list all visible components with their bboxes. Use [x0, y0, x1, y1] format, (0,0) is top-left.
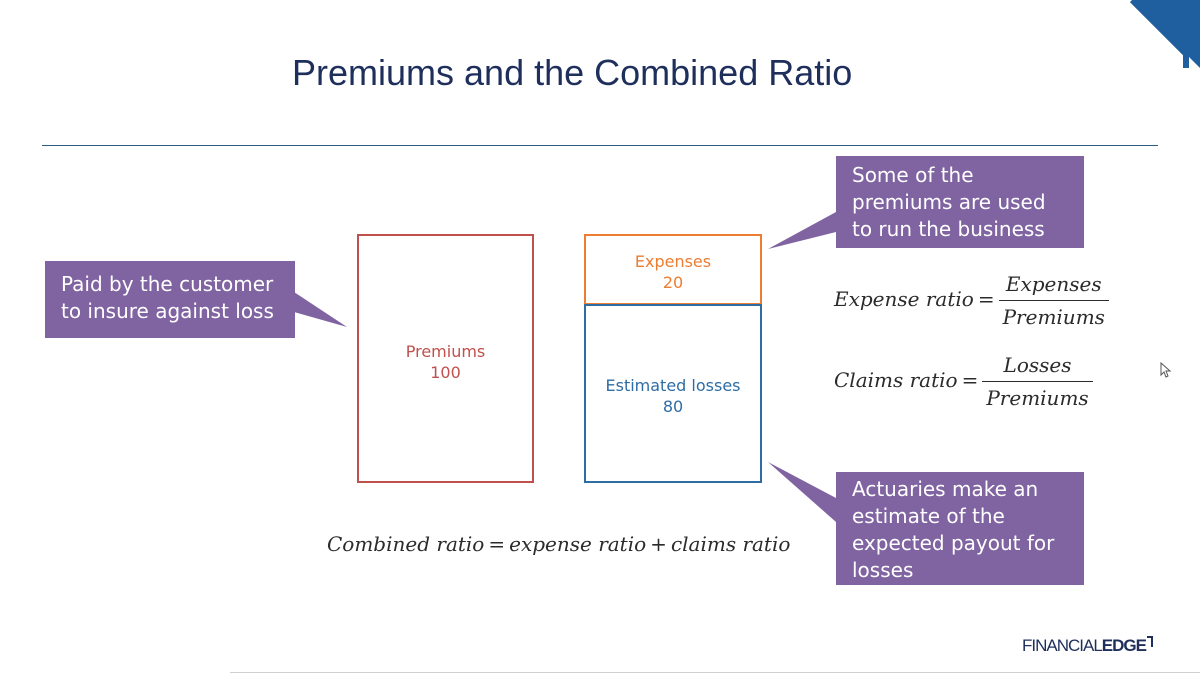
losses-box-text: Estimated losses 80	[586, 375, 760, 417]
losses-box: Estimated losses 80	[584, 304, 762, 483]
callout-line: losses	[852, 558, 914, 582]
equals-sign: =	[961, 368, 979, 392]
callout-line: expected payout for	[852, 531, 1055, 555]
callout-line: premiums are used	[852, 190, 1046, 214]
formula-lhs: Claims ratio	[834, 368, 958, 392]
premiums-box: Premiums 100	[357, 234, 534, 483]
expenses-box-text: Expenses 20	[586, 251, 760, 293]
premiums-box-text: Premiums 100	[359, 341, 532, 383]
formula-lhs: Combined ratio	[327, 532, 485, 556]
page-title: Premiums and the Combined Ratio	[292, 52, 853, 93]
callout-line: estimate of the	[852, 504, 1005, 528]
equals-sign: =	[977, 287, 995, 311]
premiums-label: Premiums	[405, 342, 486, 361]
callout-line: Some of the	[852, 163, 974, 187]
title-divider	[42, 145, 1158, 146]
losses-label: Estimated losses	[605, 376, 741, 395]
callout-actuaries: Actuaries make an estimate of the expect…	[836, 472, 1084, 585]
fraction-denominator: Premiums	[986, 386, 1089, 410]
callout-line: to insure against loss	[61, 299, 274, 323]
callout-top-pointer	[768, 212, 836, 249]
bottom-divider	[230, 672, 1200, 673]
equals-sign: =	[488, 532, 506, 556]
corner-accent-edge	[1129, 0, 1189, 68]
expenses-label: Expenses	[634, 252, 712, 271]
corner-accent	[1132, 0, 1200, 68]
premiums-value: 100	[430, 363, 461, 382]
financial-edge-logo: FINANCIALEDGE	[1022, 636, 1153, 656]
fraction-denominator: Premiums	[1002, 305, 1105, 329]
logo-text-edge: EDGE	[1101, 636, 1147, 655]
formula-term-expense: expense ratio	[509, 532, 647, 556]
callout-expenses: Some of the premiums are used to run the…	[836, 156, 1084, 248]
callout-line: to run the business	[852, 217, 1045, 241]
mouse-pointer-icon	[1160, 361, 1174, 383]
formula-term-claims: claims ratio	[670, 532, 791, 556]
logo-text-financial: FINANCIAL	[1022, 636, 1103, 655]
expenses-box: Expenses 20	[584, 234, 762, 305]
losses-value: 80	[662, 397, 684, 416]
expenses-value: 20	[662, 273, 684, 292]
combined-ratio-formula: Combined ratio=expense ratio+claims rati…	[327, 532, 790, 556]
callout-bottom-pointer	[768, 462, 836, 522]
formula-lhs: Expense ratio	[834, 287, 974, 311]
fraction-numerator: Losses	[982, 353, 1093, 382]
callout-line: Actuaries make an	[852, 477, 1039, 501]
fraction-numerator: Expenses	[998, 272, 1109, 301]
callout-left-pointer	[294, 292, 347, 327]
callout-customer: Paid by the customer to insure against l…	[45, 261, 295, 338]
plus-sign: +	[650, 532, 667, 556]
logo-mark-icon	[1146, 636, 1153, 647]
callout-line: Paid by the customer	[61, 272, 274, 296]
